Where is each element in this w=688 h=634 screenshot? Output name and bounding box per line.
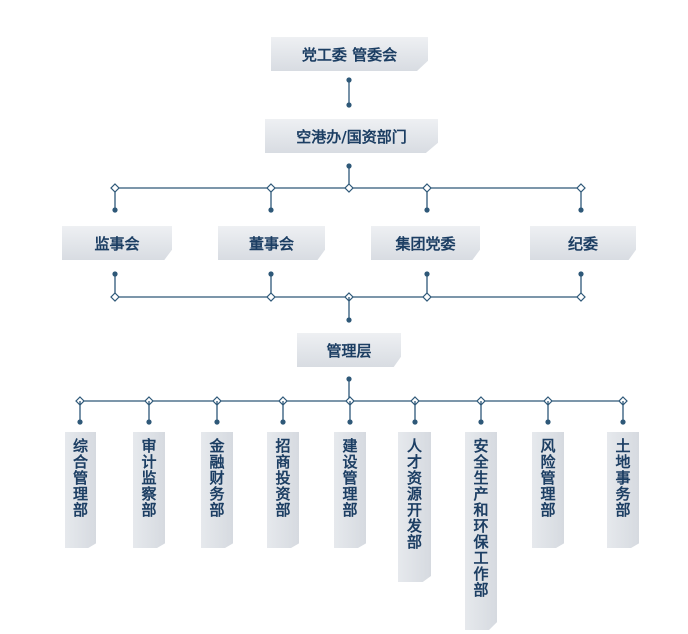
connector-dot bbox=[347, 419, 353, 425]
connector-dot bbox=[412, 419, 418, 425]
dept-audit-supervision: 审计监察部 bbox=[133, 432, 165, 548]
board-of-directors-box: 董事会 bbox=[218, 226, 325, 260]
dept-land-affairs: 土地事务部 bbox=[607, 432, 639, 548]
junction-diamond bbox=[576, 292, 586, 302]
party-committee-box: 党工委 管委会 bbox=[271, 37, 428, 71]
connector-dot bbox=[424, 207, 430, 213]
connector-dot bbox=[620, 419, 626, 425]
connector-dot bbox=[545, 419, 551, 425]
connector-dot bbox=[578, 207, 584, 213]
connector-dot bbox=[478, 419, 484, 425]
junction-diamond bbox=[576, 183, 586, 193]
group-party-committee-box: 集团党委 bbox=[371, 226, 480, 260]
connector-dot bbox=[268, 207, 274, 213]
connector-dot bbox=[346, 102, 352, 108]
connector-dot bbox=[346, 317, 352, 323]
junction-diamond bbox=[422, 183, 432, 193]
dept-safety-environment: 安全生产和环保工作部 bbox=[465, 432, 497, 630]
connector-dot bbox=[280, 419, 286, 425]
dept-construction-management: 建设管理部 bbox=[334, 432, 366, 548]
dept-finance: 金融财务部 bbox=[201, 432, 233, 548]
airport-office-box: 空港办/国资部门 bbox=[265, 119, 438, 153]
dept-human-resources: 人才资源开发部 bbox=[398, 432, 431, 582]
junction-diamond bbox=[110, 292, 120, 302]
junction-diamond bbox=[344, 183, 354, 193]
connector-dot bbox=[112, 207, 118, 213]
discipline-committee-box: 纪委 bbox=[530, 226, 636, 260]
connector-dot bbox=[214, 419, 220, 425]
connector-dot bbox=[146, 419, 152, 425]
connector-dot bbox=[77, 419, 83, 425]
connector-dot bbox=[346, 77, 352, 83]
connector-dot bbox=[346, 163, 352, 169]
junction-diamond bbox=[266, 183, 276, 193]
management-box: 管理层 bbox=[297, 333, 401, 367]
junction-diamond bbox=[422, 292, 432, 302]
supervisory-board-box: 监事会 bbox=[62, 226, 172, 260]
junction-diamond bbox=[110, 183, 120, 193]
junction-diamond bbox=[266, 292, 276, 302]
dept-general-management: 综合管理部 bbox=[65, 432, 96, 548]
dept-investment-promotion: 招商投资部 bbox=[267, 432, 299, 548]
dept-risk-management: 风险管理部 bbox=[532, 432, 564, 548]
